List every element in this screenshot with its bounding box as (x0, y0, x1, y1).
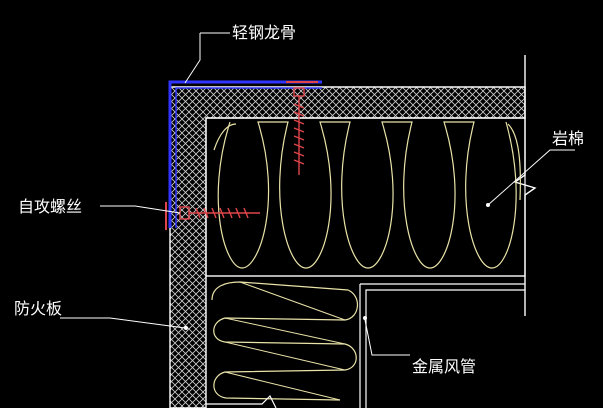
leader-keel (184, 33, 201, 84)
label-metal-duct: 金属风管 (412, 357, 476, 376)
label-rock-wool: 岩棉 (552, 129, 584, 148)
leader-dot-fireproof-board (184, 326, 188, 330)
screw-vertical (286, 81, 318, 175)
label-self-tapping-screw: 自攻螺丝 (18, 197, 82, 216)
leader-dot-rock-wool (486, 203, 490, 207)
bottom-break-mark (206, 394, 277, 408)
leader-metal-duct (364, 319, 410, 356)
leader-dot-metal-duct (363, 316, 367, 320)
label-light-steel-keel: 轻钢龙骨 (232, 23, 296, 42)
rock-wool-upper-inner (213, 123, 521, 201)
leader-fireproof-board (60, 317, 186, 329)
rock-wool-lower-zig (224, 281, 346, 401)
light-steel-keel-inner (175, 87, 322, 228)
leader-rock-wool (487, 149, 575, 206)
light-steel-keel (168, 80, 322, 228)
label-fireproof-board: 防火板 (14, 299, 62, 318)
leader-screw (100, 205, 181, 214)
rock-wool-lower (211, 281, 358, 401)
metal-duct-wall (359, 284, 525, 408)
rock-wool-upper (217, 121, 517, 269)
